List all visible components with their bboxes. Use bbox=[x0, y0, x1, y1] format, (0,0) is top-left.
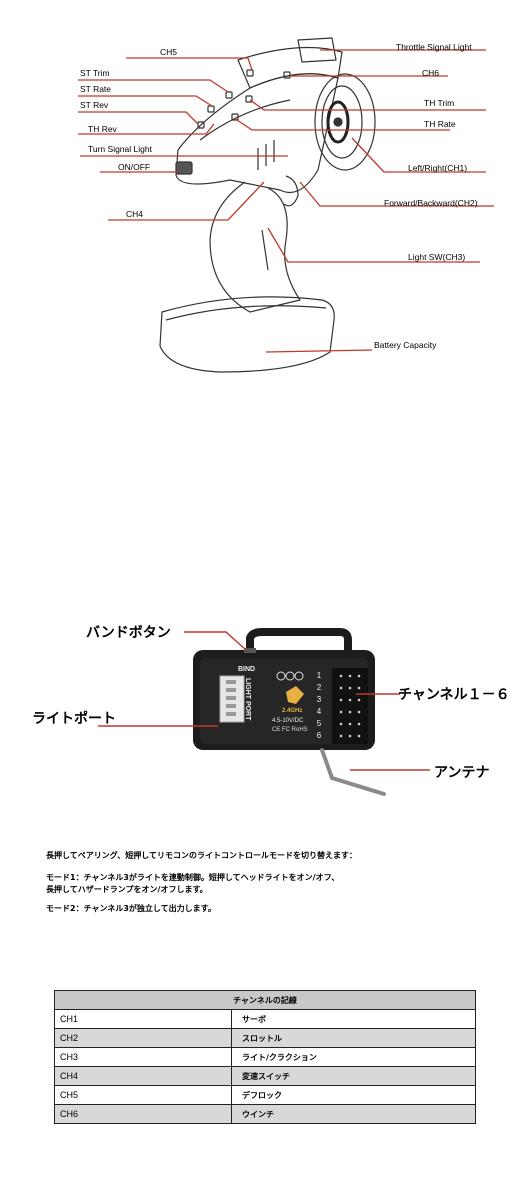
table-cell-func: ライト/クラクション bbox=[231, 1047, 476, 1067]
label-on-off: ON/OFF bbox=[118, 162, 151, 172]
label-th-rev: TH Rev bbox=[88, 124, 117, 134]
receiver-light-port-text: LIGHT PORT bbox=[244, 678, 251, 721]
receiver-bind-text: BIND bbox=[238, 666, 256, 673]
label-light-sw: Light SW(CH3) bbox=[408, 252, 466, 262]
label-battery-capacity: Battery Capacity bbox=[374, 340, 437, 350]
receiver-channel-number: 3 bbox=[316, 695, 322, 704]
table-row: CH4 変速スイッチ bbox=[54, 1066, 476, 1086]
table-cell-ch: CH1 bbox=[54, 1009, 232, 1029]
table-cell-ch: CH4 bbox=[54, 1066, 232, 1086]
label-left-right: Left/Right(CH1) bbox=[408, 163, 468, 173]
label-st-trim: ST Trim bbox=[80, 68, 110, 78]
label-ch4: CH4 bbox=[126, 209, 144, 219]
channel-table-title: チャンネルの記線 bbox=[54, 990, 476, 1010]
receiver-diagram: BIND LIGHT PORT 2.4GHz 4.5-10V/DC CE FC … bbox=[0, 600, 528, 800]
label-forward-backward: Forward/Backward(CH2) bbox=[384, 198, 478, 208]
table-cell-func: 変速スイッチ bbox=[231, 1066, 476, 1086]
label-th-trim: TH Trim bbox=[424, 98, 455, 108]
receiver-voltage-text: 4.5-10V/DC bbox=[272, 718, 304, 724]
table-row: CH2 スロットル bbox=[54, 1028, 476, 1048]
table-row: CH1 サーボ bbox=[54, 1009, 476, 1029]
note-line-2: モード1：チャンネル3がライトを連動制御。短押してヘッドライトをオン/オフ、 bbox=[46, 873, 340, 882]
table-cell-ch: CH2 bbox=[54, 1028, 232, 1048]
table-cell-func: ウインチ bbox=[231, 1104, 476, 1124]
receiver-channel-numbers: 1 2 3 4 5 6 bbox=[314, 670, 324, 742]
transmitter-drawing bbox=[78, 37, 494, 373]
table-cell-ch: CH3 bbox=[54, 1047, 232, 1067]
channel-table-header: チャンネルの記線 bbox=[54, 990, 476, 1010]
label-throttle-signal-light: Throttle Signal Light bbox=[396, 42, 472, 52]
label-ch6: CH6 bbox=[422, 68, 440, 78]
receiver-channel-number: 4 bbox=[316, 707, 322, 716]
table-row: CH3 ライト/クラクション bbox=[54, 1047, 476, 1067]
receiver-cert-text: CE FC RoHS bbox=[272, 727, 308, 733]
label-bind-button: バンドボタン bbox=[86, 625, 171, 641]
table-row: CH5 デフロック bbox=[54, 1085, 476, 1105]
channel-table: チャンネルの記線 CH1 サーボ CH2 スロットル CH3 ライト/クラクショ… bbox=[54, 990, 476, 1124]
table-cell-ch: CH5 bbox=[54, 1085, 232, 1105]
label-th-rate: TH Rate bbox=[424, 119, 456, 129]
label-turn-signal-light: Turn Signal Light bbox=[88, 144, 152, 154]
table-cell-func: スロットル bbox=[231, 1028, 476, 1048]
label-channels: チャンネル１－６ bbox=[398, 687, 510, 703]
label-st-rev: ST Rev bbox=[80, 100, 109, 110]
table-cell-ch: CH6 bbox=[54, 1104, 232, 1124]
table-cell-func: サーボ bbox=[231, 1009, 476, 1029]
receiver-channel-number: 1 bbox=[316, 671, 322, 680]
receiver-band-text: 2.4GHz bbox=[282, 708, 303, 714]
note-line-4: モード2：チャンネル3が独立して出力します。 bbox=[46, 904, 216, 913]
note-line-3: 長押してハザードランプをオン/オフします。 bbox=[46, 885, 208, 894]
table-cell-func: デフロック bbox=[231, 1085, 476, 1105]
transmitter-diagram: CH5 Throttle Signal Light ST Trim CH6 ST… bbox=[0, 0, 528, 400]
label-antenna: アンテナ bbox=[434, 765, 490, 781]
receiver-drawing bbox=[98, 628, 430, 796]
note-line-1: 長押してペアリング、短押してリモコンのライトコントロールモードを切り替えます： bbox=[46, 851, 357, 860]
label-light-port: ライトポート bbox=[32, 711, 116, 727]
table-row: CH6 ウインチ bbox=[54, 1104, 476, 1124]
receiver-channel-number: 5 bbox=[316, 719, 322, 728]
receiver-channel-number: 6 bbox=[316, 731, 322, 740]
label-st-rate: ST Rate bbox=[80, 84, 112, 94]
label-ch5: CH5 bbox=[160, 47, 178, 57]
receiver-channel-number: 2 bbox=[316, 683, 322, 692]
